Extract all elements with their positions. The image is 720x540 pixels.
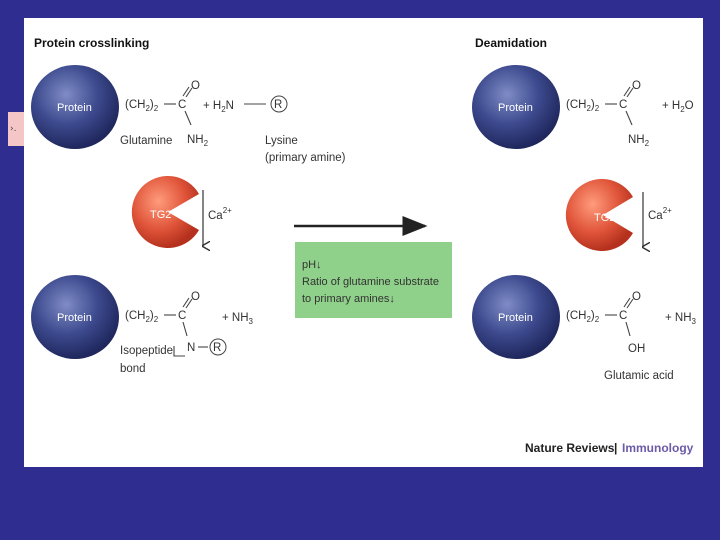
nitrogen-atom: N: [187, 342, 195, 354]
carbon-atom: C: [619, 99, 627, 111]
protein-glutamine-right: Protein (CH2)2 C O NH2 + H2O: [472, 65, 694, 149]
header-protein-crosslinking: Protein crosslinking: [34, 36, 149, 50]
r-group-circle: [270, 95, 288, 113]
condition-ratio-line1: Ratio of glutamine substrate: [302, 276, 439, 288]
r-group-label: R: [213, 342, 221, 354]
ch2-group: (CH2)2: [125, 99, 159, 113]
protein-glutamic-acid-right: Protein (CH2)2 C O OH + NH3 Glutamic aci…: [472, 275, 697, 382]
oh-group: OH: [628, 343, 645, 355]
condition-ratio-line2: to primary amines↓: [302, 293, 395, 305]
nh2-group: NH2: [187, 134, 209, 148]
oxygen-atom: O: [191, 80, 200, 92]
protein-label: Protein: [57, 312, 92, 324]
lysine-label: Lysine: [265, 135, 298, 147]
glutamine-label: Glutamine: [120, 135, 172, 147]
protein-label: Protein: [57, 102, 92, 114]
tg2-label: TG2: [150, 209, 171, 221]
carbon-atom: C: [619, 310, 627, 322]
protein-label: Protein: [498, 102, 533, 114]
protein-sphere: [31, 275, 119, 359]
h2o-group: + H2O: [662, 100, 694, 114]
protein-glutamine-left: Protein (CH2)2 C O NH2 Glutamine + H2N R…: [31, 65, 346, 164]
journal-separator: |: [614, 441, 617, 455]
protein-sphere: [472, 65, 560, 149]
protein-label: Protein: [498, 312, 533, 324]
r-group-label: R: [274, 99, 282, 111]
condition-box: pH↓ Ratio of glutamine substrate to prim…: [295, 242, 452, 318]
isopeptide-label: Isopeptide: [120, 345, 173, 357]
tg2-enzyme-right: TG2 Ca2+: [565, 178, 672, 252]
tg2-pacman: [131, 175, 199, 248]
glutamic-acid-label: Glutamic acid: [604, 370, 674, 382]
bond-label: bond: [120, 363, 146, 375]
tg2-pacman: [565, 178, 633, 252]
ch2-group: (CH2)2: [125, 310, 159, 324]
oxygen-atom: O: [632, 80, 641, 92]
journal-section: Immunology: [622, 441, 694, 455]
protein-sphere: [472, 275, 560, 359]
carbon-atom: C: [178, 310, 186, 322]
condition-ph: pH↓: [302, 259, 322, 271]
nh3-group: + NH3: [665, 312, 697, 326]
nh3-group: + NH3: [222, 312, 254, 326]
carbon-atom: C: [178, 99, 186, 111]
condition-box-bg: [295, 242, 452, 318]
calcium-label: Ca2+: [208, 206, 232, 222]
journal-credit: Nature Reviews | Immunology: [525, 441, 694, 455]
oxygen-atom: O: [191, 291, 200, 303]
side-tab: ›.: [8, 112, 24, 146]
h2n-group: + H2N: [203, 100, 234, 114]
ch2-group: (CH2)2: [566, 310, 600, 324]
oxygen-atom: O: [632, 291, 641, 303]
calcium-label: Ca2+: [648, 206, 672, 222]
protein-sphere: [31, 65, 119, 149]
tg2-label: TG2: [594, 212, 615, 224]
primary-amine-label: (primary amine): [265, 152, 346, 164]
ch2-group: (CH2)2: [566, 99, 600, 113]
header-deamidation: Deamidation: [475, 36, 547, 50]
r-group-circle: [209, 338, 227, 356]
protein-isopeptide-left: Protein (CH2)2 C O N R + NH3 Isopeptide …: [31, 275, 254, 375]
nh2-group: NH2: [628, 134, 650, 148]
tg2-enzyme-left: TG2 Ca2+: [131, 175, 232, 248]
journal-name: Nature Reviews: [525, 441, 615, 455]
